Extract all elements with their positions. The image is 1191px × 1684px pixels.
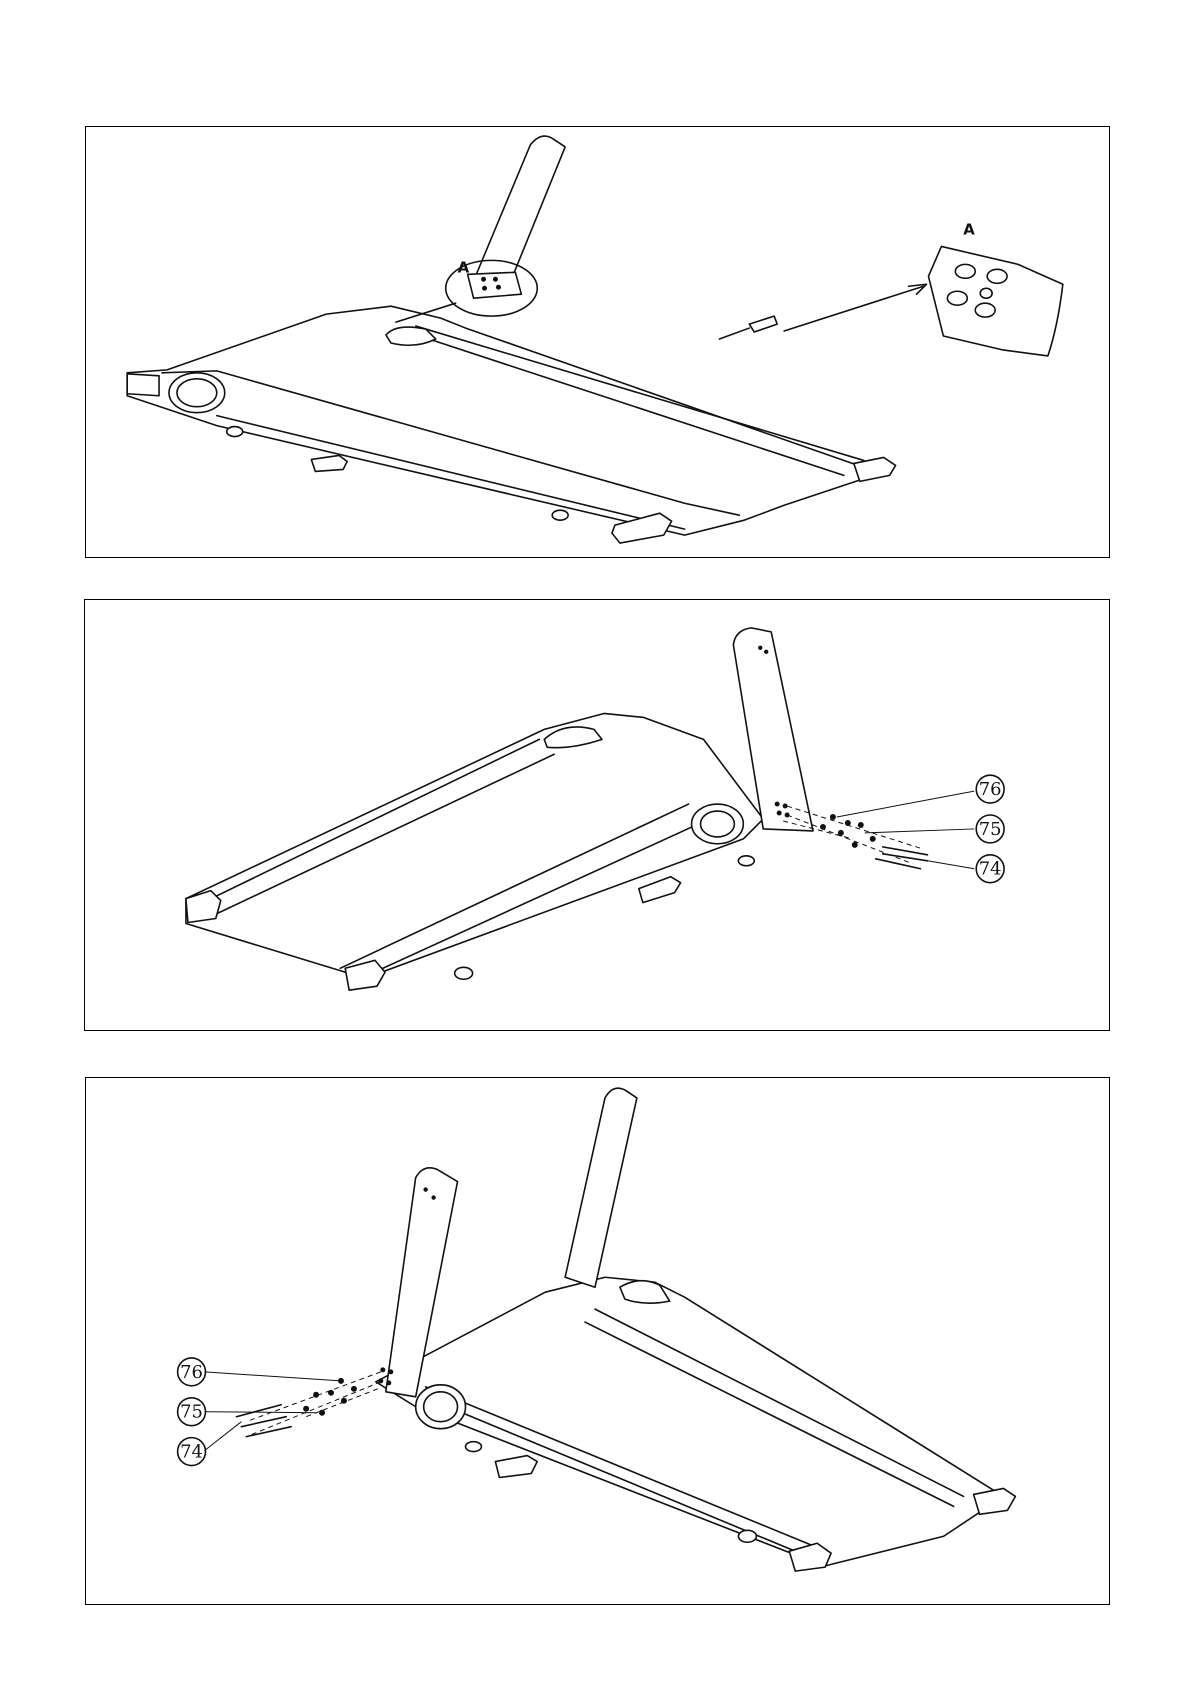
detail-a-zoom-label: A bbox=[963, 221, 975, 239]
step-3-panel: 76 75 74 bbox=[85, 1077, 1110, 1605]
detail-a-zoom: A bbox=[719, 221, 1062, 356]
detail-a-label: A bbox=[458, 258, 470, 276]
step-1-panel: A A bbox=[85, 126, 1110, 558]
step-3-drawing: 76 75 74 bbox=[86, 1078, 1109, 1604]
callout-76: 76 bbox=[979, 779, 1002, 800]
callout-76: 76 bbox=[180, 1362, 203, 1383]
callouts: 76 75 74 bbox=[178, 1358, 341, 1466]
callout-74: 74 bbox=[979, 859, 1002, 880]
callout-75: 75 bbox=[180, 1402, 203, 1423]
step-2-panel: 76 75 74 bbox=[84, 599, 1110, 1031]
treadmill-base bbox=[376, 1277, 1016, 1571]
step-2-drawing: 76 75 74 bbox=[85, 600, 1109, 1030]
callout-74: 74 bbox=[180, 1442, 203, 1463]
upright-post bbox=[468, 136, 566, 298]
treadmill-base bbox=[186, 713, 763, 990]
treadmill-base bbox=[127, 306, 895, 543]
callouts: 76 75 74 bbox=[837, 775, 1004, 883]
step-1-drawing: A A bbox=[86, 127, 1109, 557]
callout-75: 75 bbox=[979, 819, 1002, 840]
bolt-set bbox=[236, 1372, 380, 1437]
right-upright-post bbox=[565, 1088, 637, 1287]
